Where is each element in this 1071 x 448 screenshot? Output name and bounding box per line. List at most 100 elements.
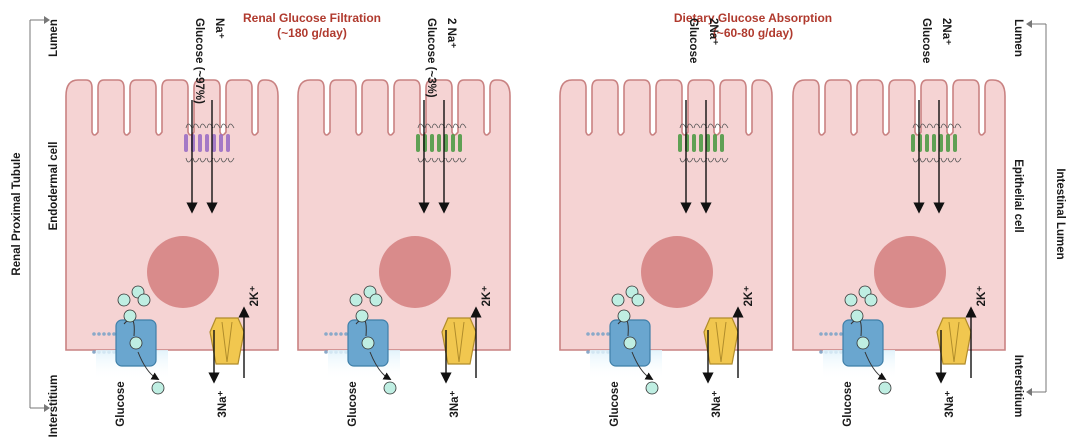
glucose-molecule (130, 337, 142, 349)
dietary-title-line2: (~60-80 g/day) (713, 26, 793, 40)
membrane-dot (339, 332, 343, 336)
nucleus (641, 236, 713, 308)
glucose-molecule (370, 294, 382, 306)
glucose-molecule (632, 294, 644, 306)
pump-sodium-label: 3Na⁺ (217, 390, 229, 417)
left-interstitium-label: Interstitium (48, 375, 60, 438)
transporter-helix (219, 134, 223, 152)
transporter-helix (699, 134, 703, 152)
glucose-molecule (857, 337, 869, 349)
transporter-helix (437, 134, 441, 152)
glucose-molecule (845, 294, 857, 306)
na-k-pump (442, 318, 476, 364)
membrane-dot (586, 350, 590, 354)
right-bracket (1026, 20, 1046, 396)
right-outer-label: Intestinal Lumen (1054, 168, 1066, 259)
transporter-helix (226, 134, 230, 152)
membrane-dot (591, 332, 595, 336)
apical-sodium-label: 2Na⁺ (940, 18, 952, 45)
glucose-molecule (865, 294, 877, 306)
membrane-dot (107, 332, 111, 336)
transporter-helix (458, 134, 462, 152)
pump-potassium-label: 2K⁺ (481, 286, 493, 307)
glut-glucose-label: Glucose (115, 381, 127, 426)
transporter-helix (430, 134, 434, 152)
membrane-dot (824, 332, 828, 336)
transporter-helix (925, 134, 929, 152)
pump-potassium-label: 2K⁺ (249, 286, 261, 307)
glucose-molecule (618, 310, 630, 322)
membrane-dot (334, 332, 338, 336)
transporter-helix (946, 134, 950, 152)
membrane-dot (819, 332, 823, 336)
apical-sodium-label: Na⁺ (213, 18, 225, 39)
pump-sodium-label: 3Na⁺ (711, 390, 723, 417)
glut-glucose-label: Glucose (347, 381, 359, 426)
membrane-dot (829, 332, 833, 336)
membrane-dot (324, 332, 328, 336)
glucose-molecule (152, 382, 164, 394)
glucose-molecule (384, 382, 396, 394)
glucose-molecule (118, 294, 130, 306)
cell-body (298, 80, 510, 350)
transporter-helix (416, 134, 420, 152)
right-cell-label: Epithelial cell (1012, 159, 1024, 233)
membrane-dot (586, 332, 590, 336)
glut-glucose-label: Glucose (609, 381, 621, 426)
glucose-molecule (879, 382, 891, 394)
apical-glucose-label: Glucose (~3%) (425, 18, 437, 98)
transporter-helix (911, 134, 915, 152)
apical-glucose-label: Glucose (687, 18, 699, 63)
na-k-pump (210, 318, 244, 364)
membrane-dot (112, 332, 116, 336)
glucose-molecule (356, 310, 368, 322)
cell-2: Glucose (~3%) 2 Na⁺ 2K⁺ 3Na⁺ Glucose (298, 18, 510, 427)
na-k-pump (704, 318, 738, 364)
nucleus (379, 236, 451, 308)
cell-1: Glucose (~97%)Na⁺2K⁺3Na⁺Glucose (66, 18, 278, 427)
glucose-molecule (350, 294, 362, 306)
right-interstitium-label: Interstitium (1012, 355, 1024, 418)
membrane-dot (92, 350, 96, 354)
left-bracket (30, 16, 50, 412)
transporter-helix (953, 134, 957, 152)
membrane-dot (606, 332, 610, 336)
renal-title-line1: Renal Glucose Filtration (243, 11, 381, 25)
transporter-helix (678, 134, 682, 152)
glucose-molecule (851, 310, 863, 322)
left-lumen-label: Lumen (48, 19, 60, 57)
left-outer-label: Renal Proximal Tubule (11, 152, 23, 275)
cell-body (66, 80, 278, 350)
glucose-molecule (612, 294, 624, 306)
right-lumen-label: Lumen (1012, 19, 1024, 57)
na-k-pump (937, 318, 971, 364)
pump-sodium-label: 3Na⁺ (449, 390, 461, 417)
transporter-helix (720, 134, 724, 152)
transporter-helix (198, 134, 202, 152)
pump-potassium-label: 2K⁺ (743, 286, 755, 307)
glucose-molecule (646, 382, 658, 394)
pump-sodium-label: 3Na⁺ (944, 390, 956, 417)
membrane-dot (601, 332, 605, 336)
transporter-helix (184, 134, 188, 152)
membrane-dot (102, 332, 106, 336)
membrane-dot (92, 332, 96, 336)
left-cell-label: Endodermal cell (48, 142, 60, 231)
glucose-molecule (124, 310, 136, 322)
renal-title-line2: (~180 g/day) (277, 26, 347, 40)
nucleus (147, 236, 219, 308)
cell-body (560, 80, 772, 350)
nucleus (874, 236, 946, 308)
cell-body (793, 80, 1005, 350)
glucose-molecule (624, 337, 636, 349)
membrane-dot (329, 332, 333, 336)
membrane-dot (596, 332, 600, 336)
membrane-dot (819, 350, 823, 354)
transporter-helix (451, 134, 455, 152)
apical-sodium-label: 2 Na⁺ (445, 18, 457, 48)
transporter-helix (932, 134, 936, 152)
glucose-molecule (362, 337, 374, 349)
